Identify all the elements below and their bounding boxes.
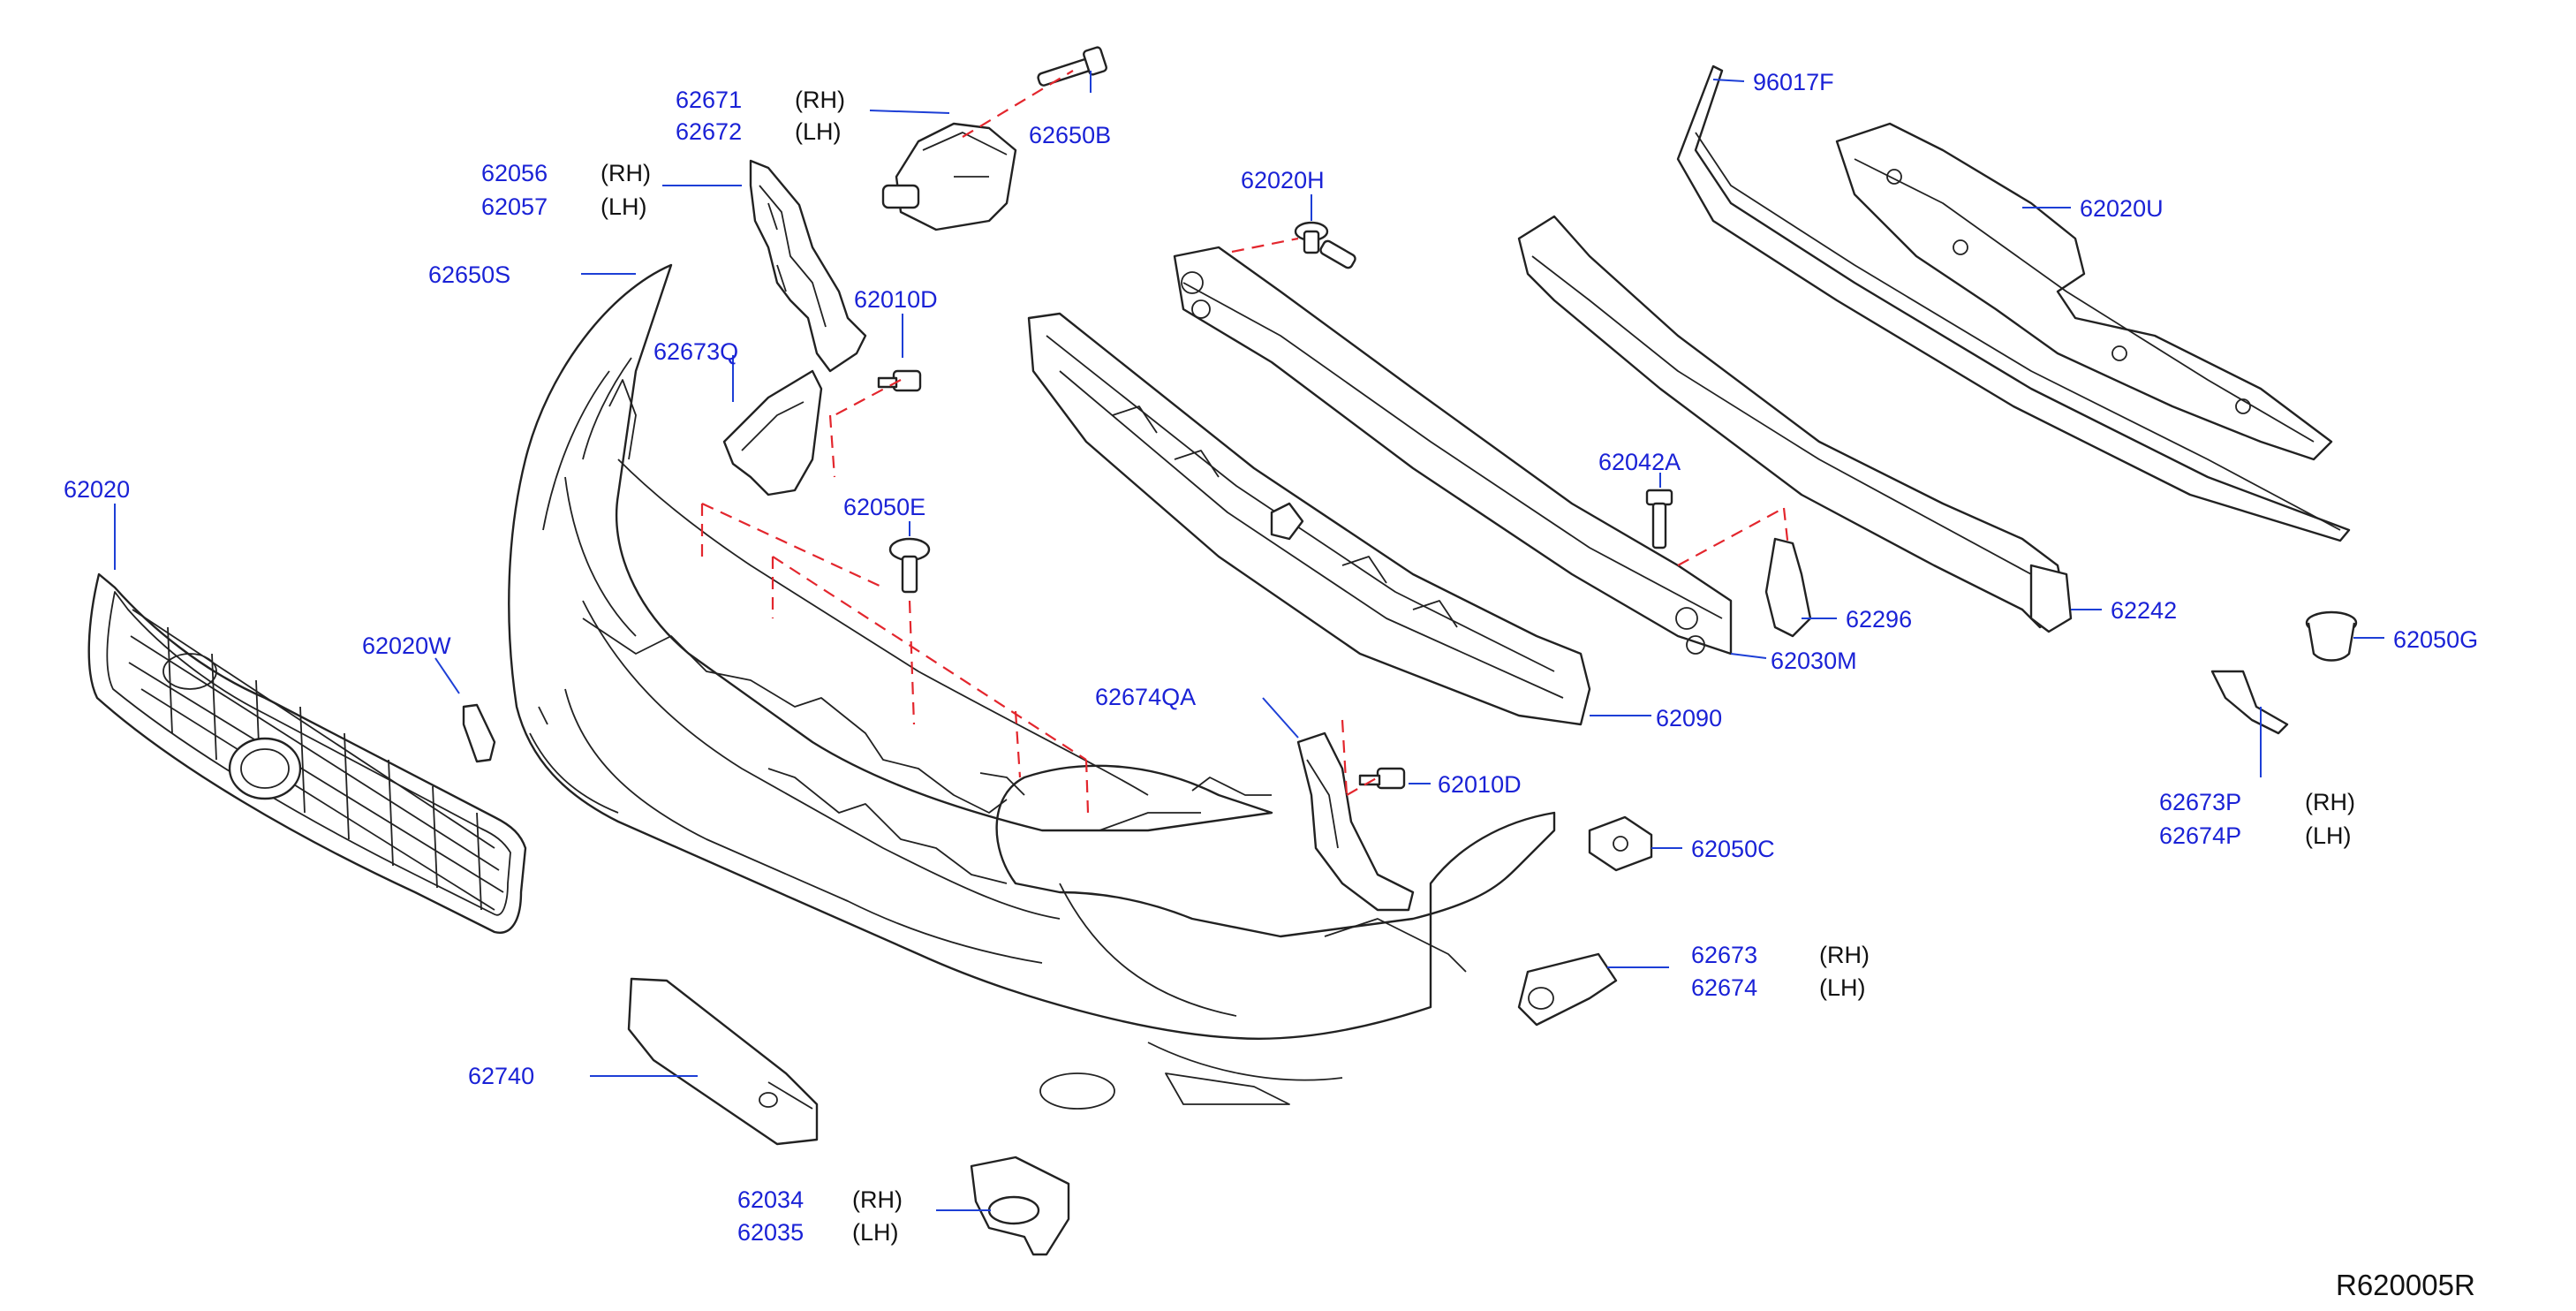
side-lh-62057: (LH) — [601, 193, 647, 220]
callout-62673: 62673 — [1691, 942, 1757, 968]
callout-62035: 62035 — [737, 1219, 804, 1246]
callout-62242: 62242 — [2111, 597, 2177, 624]
assembly-lines — [700, 70, 1790, 814]
side-rh-62056: (RH) — [601, 160, 651, 186]
callout-62020: 62020 — [64, 476, 130, 503]
callout-96017F: 96017F — [1753, 69, 1834, 95]
callout-62030M: 62030M — [1771, 648, 1857, 674]
side-lh-62674P: (LH) — [2305, 822, 2352, 849]
bolt-62042A — [1645, 489, 1673, 549]
callout-62050E: 62050E — [843, 494, 925, 520]
bolt-62650B — [1037, 46, 1107, 87]
callout-62673Q: 62673Q — [653, 338, 738, 365]
callout-62050G: 62050G — [2393, 626, 2478, 653]
callout-62057: 62057 — [481, 193, 548, 220]
leader-lines — [114, 71, 2384, 1211]
side-lh-62674: (LH) — [1819, 974, 1866, 1001]
diagram-reference-code: R620005R — [2336, 1269, 2475, 1301]
grommet-62050G — [2305, 610, 2358, 662]
callout-62650B: 62650B — [1029, 122, 1111, 148]
seal-strip-96017F — [1676, 64, 2351, 542]
callout-62671: 62671 — [676, 87, 742, 113]
side-rh-62671: (RH) — [795, 87, 845, 113]
callout-62020H: 62020H — [1241, 167, 1325, 193]
clip-62050C — [1588, 815, 1653, 872]
callout-62296: 62296 — [1846, 606, 1912, 633]
callout-62673P: 62673P — [2159, 789, 2241, 815]
callout-62056: 62056 — [481, 160, 548, 186]
stay-62242 — [1517, 215, 2073, 633]
bracket-62056 — [749, 159, 867, 373]
fog-lamp-bracket — [970, 1156, 1070, 1256]
license-plate-bracket — [627, 977, 819, 1146]
cap-62020W — [462, 703, 496, 763]
bracket-62673Q — [722, 369, 823, 496]
bolt-62010D-mid — [1358, 767, 1406, 790]
callout-62042A: 62042A — [1598, 449, 1681, 475]
side-rh-62034: (RH) — [852, 1186, 903, 1213]
clip-62673P — [2210, 670, 2289, 735]
callout-62010D-mid: 62010D — [1438, 771, 1522, 798]
callout-62672: 62672 — [676, 118, 742, 145]
clip-62050E — [888, 537, 931, 594]
bumper-fascia — [508, 263, 1556, 1110]
callout-62674: 62674 — [1691, 974, 1757, 1001]
callout-62090: 62090 — [1656, 705, 1722, 731]
callout-62740: 62740 — [468, 1063, 534, 1089]
callout-62050C: 62050C — [1691, 836, 1775, 862]
bracket-62673 — [1517, 952, 1618, 1027]
callout-62674QA: 62674QA — [1095, 684, 1196, 710]
under-cover-62020U — [1835, 122, 2333, 461]
grille — [87, 572, 527, 934]
callout-62674P: 62674P — [2159, 822, 2241, 849]
bracket-62674QA — [1296, 731, 1415, 912]
bumper-reinforcement — [1173, 239, 1733, 656]
side-rh-62673P: (RH) — [2305, 789, 2355, 815]
callout-62650S: 62650S — [428, 261, 510, 288]
callout-62010D-top: 62010D — [854, 286, 938, 313]
sensor-62671 — [881, 122, 1017, 231]
side-rh-62673: (RH) — [1819, 942, 1870, 968]
clip-62020H — [1294, 221, 1329, 254]
side-lh-62672: (LH) — [795, 118, 842, 145]
callout-62020U: 62020U — [2080, 195, 2164, 222]
side-lh-62035: (LH) — [852, 1219, 899, 1246]
energy-absorber — [1027, 312, 1591, 726]
callout-62020W: 62020W — [362, 633, 451, 659]
callout-62034: 62034 — [737, 1186, 804, 1213]
bracket-62296 — [1764, 537, 1812, 638]
